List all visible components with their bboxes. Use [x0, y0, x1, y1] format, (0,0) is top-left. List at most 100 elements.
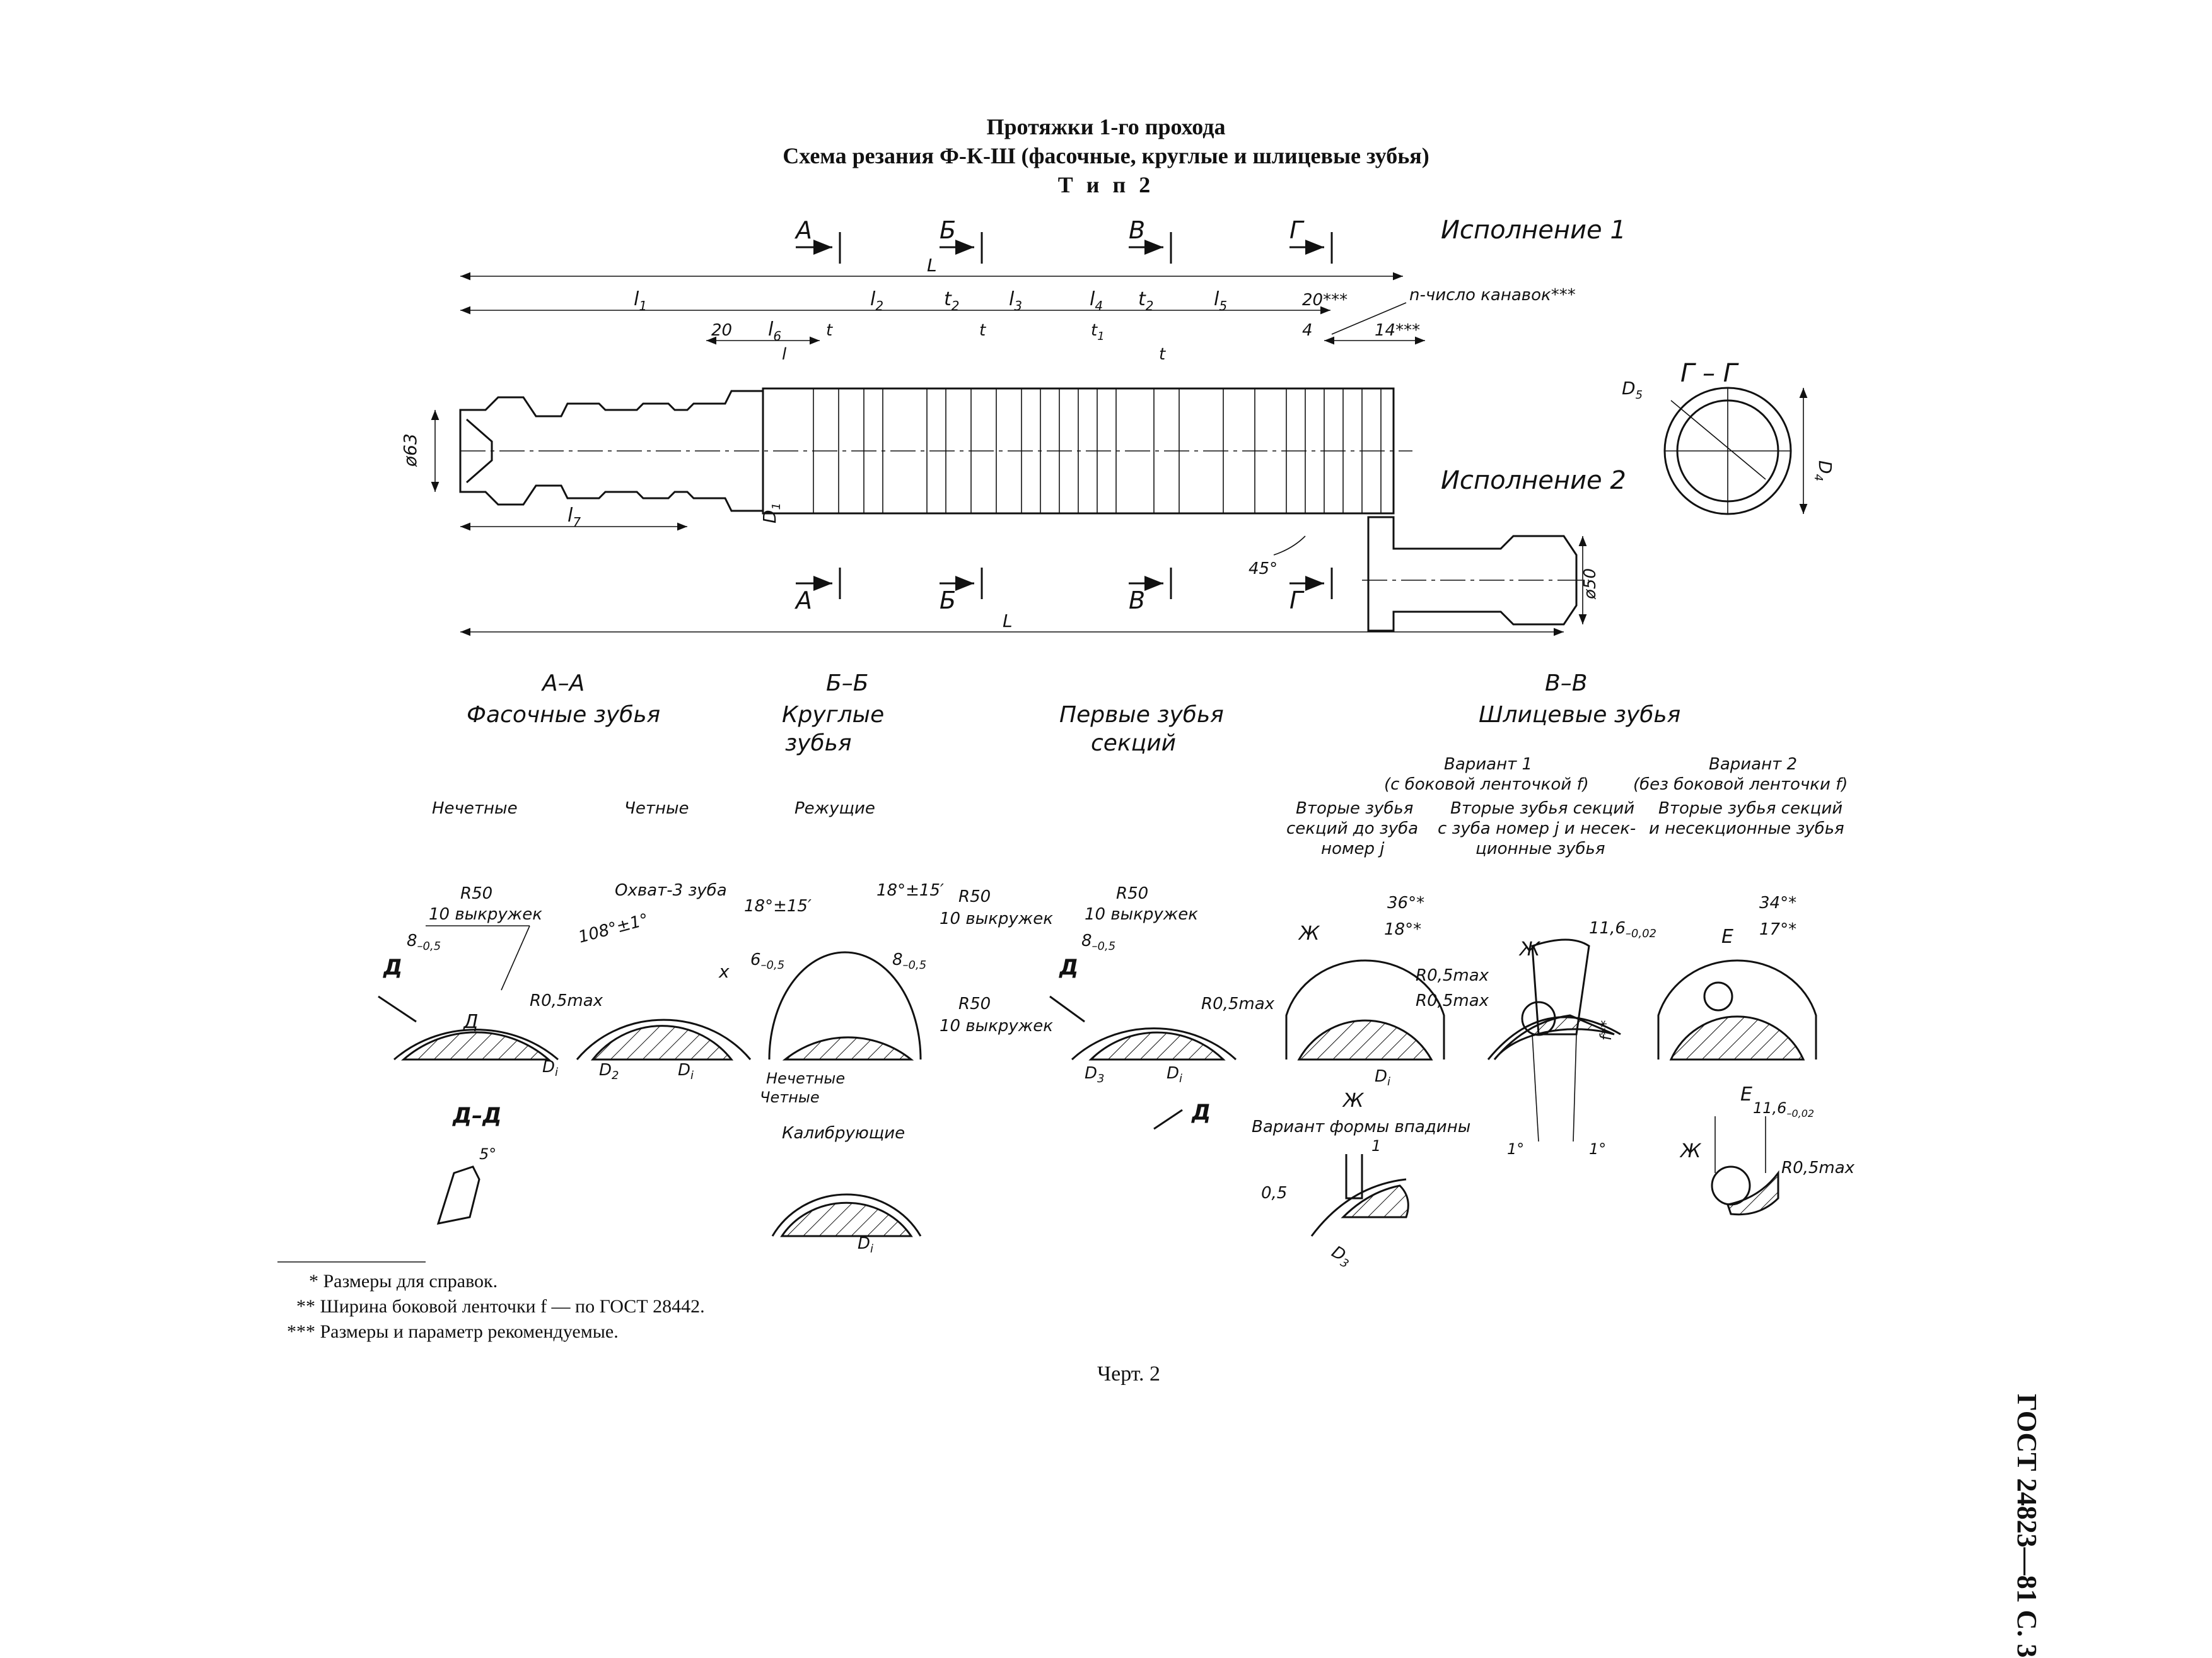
svg-text:ционные зубья: ционные зубья: [1476, 839, 1605, 858]
svg-text:f**: f**: [1597, 1020, 1615, 1041]
svg-text:Ж: Ж: [1342, 1090, 1365, 1112]
variant-2-title: Вариант 2: [1709, 755, 1797, 774]
svg-text:Вариант формы впадины: Вариант формы впадины: [1252, 1118, 1470, 1136]
dim-14: 14***: [1375, 321, 1420, 340]
header-line-1: Протяжки 1-го прохода: [986, 114, 1226, 139]
dim-D5: D5: [1622, 378, 1643, 402]
svg-text:D3: D3: [1085, 1064, 1104, 1085]
svg-text:Ж: Ж: [1518, 938, 1541, 960]
svg-text:Калибрующие: Калибрующие: [782, 1124, 905, 1143]
svg-text:Д–Д: Д–Д: [452, 1103, 502, 1128]
variant-1-sub: (с боковой ленточкой f): [1384, 775, 1589, 794]
svg-text:секций до зуба: секций до зуба: [1286, 819, 1418, 838]
svg-text:Вторые зубья: Вторые зубья: [1296, 799, 1413, 818]
dim-45: 45°: [1249, 559, 1278, 578]
svg-text:10 выкружек: 10 выкружек: [429, 905, 542, 924]
section-titles: А–А Фасочные зубья Б–Б Круглые зубья Пер…: [432, 670, 1848, 858]
svg-text:Четные: Четные: [760, 1089, 820, 1106]
svg-text:R0,5max: R0,5max: [1201, 995, 1275, 1013]
svg-text:17°*: 17°*: [1759, 920, 1796, 939]
svg-text:Д: Д: [383, 955, 402, 980]
svg-text:А: А: [794, 587, 812, 614]
svg-text:Di: Di: [678, 1061, 694, 1082]
dim-l7: l7: [568, 505, 581, 530]
svg-text:R0,5max: R0,5max: [1416, 991, 1489, 1010]
footnote-3: *** Размеры и параметр рекомендуемые.: [287, 1321, 619, 1342]
dim-L-top: L: [927, 255, 937, 276]
svg-text:10 выкружек: 10 выкружек: [1085, 905, 1198, 924]
svg-text:0,5: 0,5: [1261, 1184, 1287, 1203]
svg-text:номер j: номер j: [1321, 839, 1385, 858]
dim-t2-b: t2: [1138, 288, 1154, 313]
dim-t-c: t: [1159, 345, 1166, 364]
label-cutting: Режущие: [795, 799, 875, 818]
svg-text:R0,5max: R0,5max: [1781, 1159, 1855, 1177]
dim-L-bottom: L: [1003, 610, 1013, 631]
label-odd: Нечетные: [432, 799, 518, 818]
svg-text:1: 1: [1371, 1137, 1381, 1155]
svg-text:Д: Д: [1059, 955, 1078, 980]
figure-caption: Черт. 2: [1097, 1362, 1161, 1386]
dim-20-stars: 20***: [1302, 291, 1348, 310]
gost-side-label: ГОСТ 24823—81 С. 3: [2011, 1394, 2042, 1658]
dim-l5: l5: [1214, 288, 1227, 313]
svg-text:x: x: [718, 961, 730, 982]
svg-text:Вторые зубья секций: Вторые зубья секций: [1450, 799, 1634, 818]
svg-text:R0,5max: R0,5max: [530, 991, 603, 1010]
svg-text:34°*: 34°*: [1759, 894, 1796, 913]
svg-text:Нечетные: Нечетные: [766, 1070, 845, 1087]
section-GG: Г – Г D5 D4: [1622, 359, 1836, 515]
svg-text:18°±15′: 18°±15′: [876, 881, 944, 900]
svg-text:R50: R50: [1116, 884, 1148, 903]
svg-text:Г – Г: Г – Г: [1680, 359, 1739, 388]
svg-text:Д: Д: [462, 1011, 478, 1033]
svg-text:с зуба номер j и несек-: с зуба номер j и несек-: [1438, 819, 1636, 838]
section-AA-title: А–А: [541, 670, 585, 696]
dim-phi63: ø63: [400, 433, 421, 467]
header-line-3: Т и п 2: [1057, 172, 1155, 197]
dim-t-b: t: [979, 321, 986, 340]
svg-text:Di: Di: [542, 1058, 558, 1079]
svg-text:Г: Г: [1289, 587, 1305, 614]
svg-text:Охват-3 зуба: Охват-3 зуба: [615, 881, 727, 900]
svg-text:10 выкружек: 10 выкружек: [940, 1017, 1053, 1036]
svg-text:Д: Д: [1191, 1100, 1211, 1125]
svg-text:1°: 1°: [1589, 1140, 1606, 1158]
dim-l2: l2: [870, 288, 883, 313]
dim-t-a: t: [826, 321, 833, 340]
svg-text:D3: D3: [1327, 1242, 1355, 1271]
svg-text:8–0,5: 8–0,5: [407, 931, 441, 953]
svg-text:11,6–0,02: 11,6–0,02: [1589, 919, 1656, 940]
dim-D1: D1: [759, 503, 783, 523]
section-BB-title: Б–Б: [826, 670, 868, 696]
dim-20: 20: [711, 321, 732, 340]
svg-text:Ж: Ж: [1298, 923, 1320, 945]
svg-text:10 выкружек: 10 выкружек: [940, 909, 1053, 928]
svg-text:Б: Б: [940, 587, 956, 614]
svg-text:1°: 1°: [1507, 1140, 1524, 1158]
technical-drawing: L l1 l2 t2 l3 l4 t2 l5 20*** n-число кан…: [277, 216, 1855, 1271]
svg-text:108°±1°: 108°±1°: [576, 910, 651, 947]
section-first-name1: Первые зубья: [1059, 702, 1224, 728]
variant-1-title: Вариант 1: [1444, 755, 1532, 774]
dim-4: 4: [1302, 321, 1313, 340]
svg-text:Di: Di: [1167, 1064, 1182, 1085]
dim-l6: l6: [768, 318, 781, 344]
header-line-2: Схема резания Ф-К-Ш (фасочные, круглые и…: [783, 143, 1429, 168]
svg-text:А: А: [794, 216, 812, 244]
svg-text:и несекционные зубья: и несекционные зубья: [1649, 819, 1844, 838]
svg-text:5°: 5°: [479, 1145, 496, 1163]
section-first-name2: секций: [1091, 730, 1176, 756]
section-details: R50 10 выкружек 8–0,5 Di Д Д R0,5max Охв…: [378, 881, 1855, 1271]
dim-phi50: ø50: [1581, 568, 1600, 600]
svg-text:R50: R50: [958, 887, 991, 906]
footnote-1: * Размеры для справок.: [309, 1271, 498, 1292]
section-AA-name: Фасочные зубья: [467, 702, 660, 728]
dim-l-small: l: [782, 345, 787, 364]
dim-l4: l4: [1090, 288, 1103, 313]
svg-text:Е: Е: [1721, 926, 1733, 948]
footnote-2: ** Ширина боковой ленточки f — по ГОСТ 2…: [296, 1296, 705, 1317]
svg-text:Е: Е: [1740, 1083, 1752, 1106]
svg-text:18°*: 18°*: [1384, 920, 1421, 939]
dim-l1: l1: [634, 288, 647, 313]
